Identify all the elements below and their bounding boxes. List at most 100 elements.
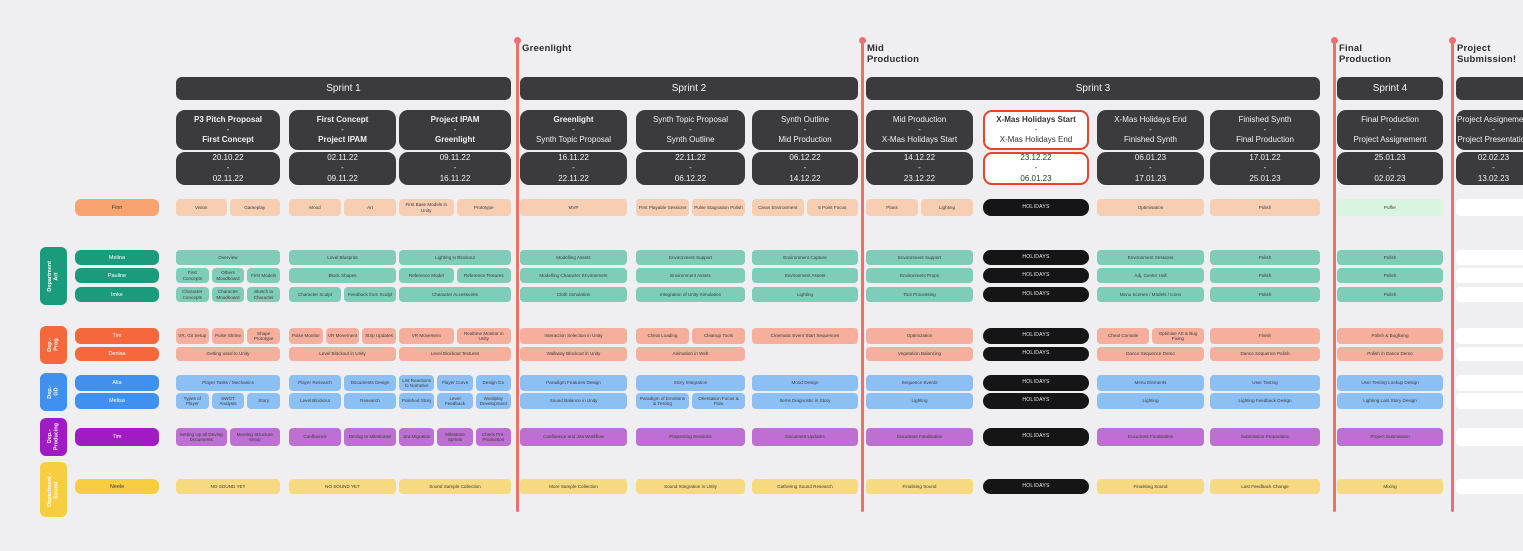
task-chip[interactable]: Sketch to Character [247, 287, 280, 302]
name-chip[interactable]: Tim [75, 428, 159, 446]
task-chip[interactable]: First Models [247, 268, 280, 283]
name-chip[interactable]: Pauline [75, 268, 159, 283]
task-chip[interactable]: Last Feedback Change [1210, 479, 1320, 494]
task-chip[interactable]: Document Updates [752, 428, 858, 446]
placeholder-chip[interactable] [1456, 250, 1523, 265]
date-range-card[interactable]: 17.01.22-25.01.23 [1210, 152, 1320, 185]
name-chip[interactable]: Neele [75, 479, 159, 494]
task-chip[interactable]: Overview [176, 250, 280, 265]
task-chip[interactable]: Mood [289, 199, 341, 216]
task-chip[interactable]: Pulse Stagnation Polish [692, 199, 745, 216]
task-chip[interactable]: Types of Player [176, 393, 209, 409]
task-chip[interactable]: First Base Models in Unity [399, 199, 454, 216]
date-range-card[interactable]: 02.02.23-13.02.23 [1456, 152, 1523, 185]
task-chip[interactable]: Gameplay [229, 199, 280, 216]
sprint-bar[interactable] [1456, 77, 1523, 100]
task-chip[interactable]: Sound Balance in Unity [520, 393, 627, 409]
placeholder-chip[interactable] [1456, 479, 1523, 494]
task-chip[interactable]: Dance Sequence Polish [1210, 347, 1320, 361]
placeholder-chip[interactable] [1456, 428, 1523, 446]
date-range-card[interactable]: 06.12.22-14.12.22 [752, 152, 858, 185]
task-chip[interactable]: Character Accessoires [399, 287, 511, 302]
task-chip[interactable]: User Testing Lookup Design [1337, 375, 1443, 391]
holiday-chip[interactable]: HOLIDAYS [983, 250, 1089, 265]
task-chip[interactable]: Cinematic Event Start Sequences [752, 328, 858, 344]
task-chip[interactable]: Block Shapes [289, 268, 396, 283]
task-chip[interactable]: Tool Processing [866, 287, 973, 302]
task-chip[interactable]: Optimization [866, 328, 973, 344]
task-chip[interactable]: Milestone Sprints [437, 428, 473, 446]
buffer-chip[interactable]: Puffer [1337, 199, 1443, 216]
sprint-bar[interactable]: Sprint 2 [520, 77, 858, 100]
task-chip[interactable]: NO SOUND YET [176, 479, 280, 494]
date-range-card[interactable]: 20.10.22-02.11.22 [176, 152, 280, 185]
date-range-card[interactable]: 14.12.22-23.12.22 [866, 152, 973, 185]
task-chip[interactable]: Interaction Selection in Unity [520, 328, 627, 344]
task-chip[interactable]: Plans [866, 199, 918, 216]
task-chip[interactable]: Lighting in Blockout [399, 250, 511, 265]
holiday-chip[interactable]: HOLIDAYS [983, 375, 1089, 391]
placeholder-chip[interactable] [1456, 347, 1523, 361]
task-chip[interactable]: Documents Design [344, 375, 396, 391]
phase-card[interactable]: Project Assignement-Project Presentation [1456, 110, 1523, 150]
task-chip[interactable]: Finish [1210, 328, 1320, 344]
name-chip[interactable]: Denisa [75, 347, 159, 361]
task-chip[interactable]: Check Pre- Production [475, 428, 511, 446]
task-chip[interactable]: NO SOUND YET [289, 479, 396, 494]
task-chip[interactable]: Lighting Last Story Design [1337, 393, 1443, 409]
phase-card[interactable]: X-Mas Holidays End-Finished Synth [1097, 110, 1204, 150]
task-chip[interactable]: Sequence Events [866, 375, 973, 391]
task-chip[interactable]: Polish [1337, 287, 1443, 302]
task-chip[interactable]: Devlog to Milestones [344, 428, 396, 446]
holiday-chip[interactable]: HOLIDAYS [983, 479, 1089, 494]
task-chip[interactable]: MVP [520, 199, 627, 216]
task-chip[interactable]: Lighting [921, 199, 973, 216]
date-range-card[interactable]: 22.11.22-06.12.22 [636, 152, 745, 185]
task-chip[interactable]: VR Movement [325, 328, 360, 344]
placeholder-chip[interactable] [1456, 287, 1523, 302]
task-chip[interactable]: Level Blockout in Unity [289, 347, 396, 361]
placeholder-chip[interactable] [1456, 375, 1523, 391]
phase-card[interactable]: Synth Topic Proposal-Synth Outline [636, 110, 745, 150]
phase-card[interactable]: X-Mas Holidays Start-X-Mas Holidays End [983, 110, 1089, 150]
task-chip[interactable]: Level Blueprint [289, 250, 396, 265]
holiday-chip[interactable]: HOLIDAYS [983, 268, 1089, 283]
placeholder-chip[interactable] [1456, 268, 1523, 283]
task-chip[interactable]: First Playable Sessions [636, 199, 689, 216]
phase-card[interactable]: Finished Synth-Final Production [1210, 110, 1320, 150]
task-chip[interactable]: Polish [1210, 199, 1320, 216]
name-chip[interactable]: Alia [75, 375, 159, 391]
name-chip[interactable]: Imke [75, 287, 159, 302]
task-chip[interactable]: Project Submission [1337, 428, 1443, 446]
date-range-card[interactable]: 09.11.22-16.11.22 [399, 152, 511, 185]
task-chip[interactable]: VR Movement [399, 328, 454, 344]
task-chip[interactable]: Pulse Monitor [289, 328, 323, 344]
date-range-card[interactable]: 02.11.22-09.11.22 [289, 152, 396, 185]
task-chip[interactable]: Document Finalisation [1097, 428, 1204, 446]
phase-card[interactable]: Greenlight-Synth Topic Proposal [520, 110, 627, 150]
holiday-chip[interactable]: HOLIDAYS [983, 328, 1089, 344]
department-label[interactable]: Dep.- GD [40, 373, 67, 411]
task-chip[interactable]: Getting used to Unity [176, 347, 280, 361]
task-chip[interactable]: Items Diagnostic in Story [752, 393, 858, 409]
task-chip[interactable]: Confluence and Jira Workflow [520, 428, 627, 446]
phase-card[interactable]: Synth Outline-Mid Production [752, 110, 858, 150]
task-chip[interactable]: Integration of Unity Simulation [636, 287, 745, 302]
task-chip[interactable]: Paradigm Features Design [520, 375, 627, 391]
task-chip[interactable]: Polish [1337, 250, 1443, 265]
task-chip[interactable]: Finalising Sound [866, 479, 973, 494]
task-chip[interactable]: Character Concepts [176, 287, 209, 302]
task-chip[interactable]: Animation in Web [636, 347, 745, 361]
task-chip[interactable]: Environment Support [636, 250, 745, 265]
phase-card[interactable]: P3 Pitch Proposal-First Concept [176, 110, 280, 150]
placeholder-chip[interactable] [1456, 199, 1523, 216]
task-chip[interactable]: Submission Preparation [1210, 428, 1320, 446]
task-chip[interactable]: Paradigm of Emotions & Testing [636, 393, 689, 409]
task-chip[interactable]: Story [247, 393, 280, 409]
task-chip[interactable]: Shape Prototype [247, 328, 280, 344]
task-chip[interactable]: Player Research [289, 375, 341, 391]
name-chip[interactable]: Finn [75, 199, 159, 216]
task-chip[interactable]: Polish & Bugfixing [1337, 328, 1443, 344]
task-chip[interactable]: User Testing [1210, 375, 1320, 391]
task-chip[interactable]: Lighting [866, 393, 973, 409]
